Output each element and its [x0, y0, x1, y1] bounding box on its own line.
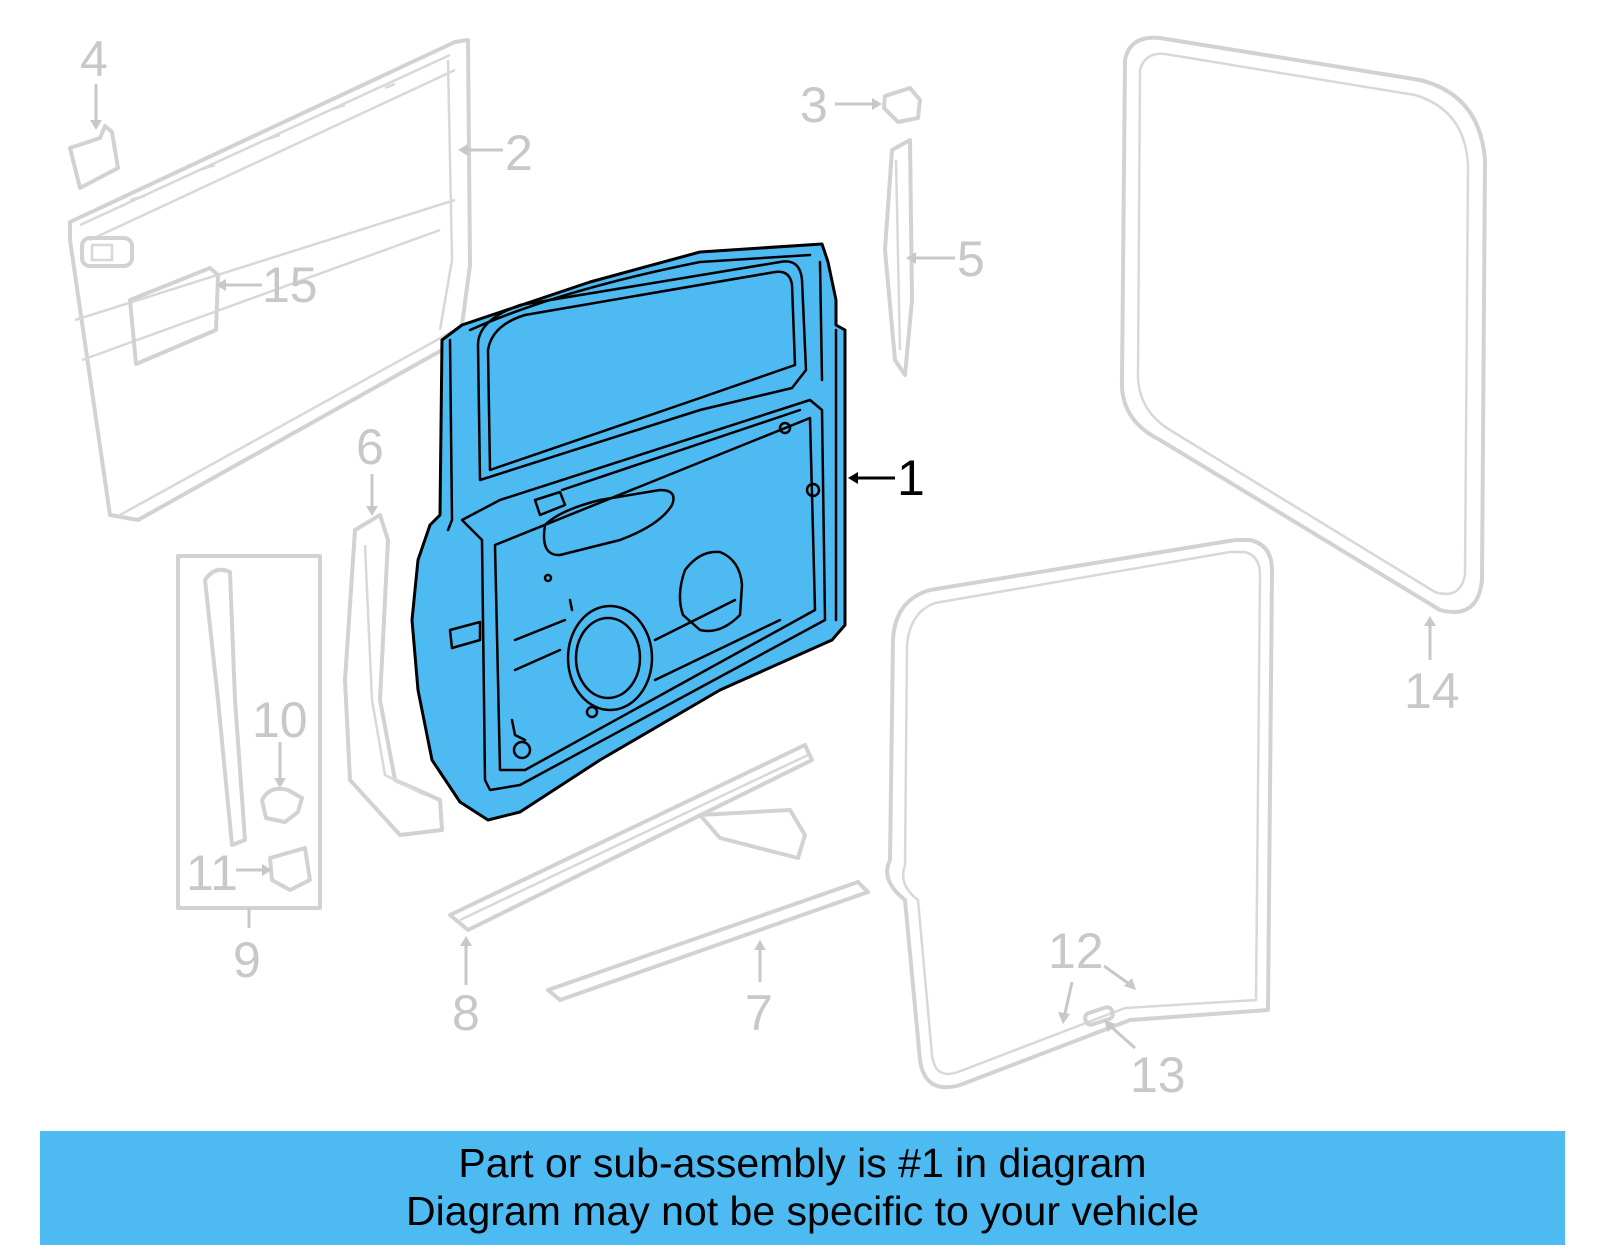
callout-2: 2: [505, 125, 533, 181]
banner-line-1: Part or sub-assembly is #1 in diagram: [458, 1140, 1147, 1186]
callout-1: 1: [897, 450, 925, 506]
banner-line-2: Diagram may not be specific to your vehi…: [405, 1188, 1199, 1234]
part-3-bracket: [882, 86, 922, 124]
part-13-clip: [1083, 1005, 1115, 1027]
callout-10: 10: [252, 692, 308, 748]
callout-7: 7: [745, 985, 773, 1041]
part-12-weatherstrip: [885, 538, 1274, 1090]
part-15-pad: [128, 266, 220, 366]
callout-6: 6: [356, 419, 384, 475]
leader-lines: [90, 84, 1436, 1050]
part-7-sill-strip: [546, 880, 870, 1002]
callout-14: 14: [1404, 663, 1460, 719]
callout-13: 13: [1130, 1047, 1186, 1103]
leader-12b: [1062, 981, 1074, 1019]
part-14-weatherstrip: [1119, 35, 1487, 614]
callout-4: 4: [80, 31, 108, 87]
part-5-channel: [883, 138, 914, 377]
callout-9: 9: [233, 932, 261, 988]
callout-11: 11: [186, 845, 238, 901]
info-banner: Part or sub-assembly is #1 in diagram Di…: [40, 1131, 1565, 1245]
callout-numbers: 1 2 3 4 5 6 7 8 9 10 11 12 13 14 15: [80, 31, 1460, 1103]
callout-8: 8: [452, 985, 480, 1041]
callout-12: 12: [1048, 923, 1104, 979]
callout-15: 15: [262, 257, 318, 313]
part-8-lower-rail: [448, 743, 814, 932]
callout-5: 5: [957, 231, 985, 287]
callout-3: 3: [800, 77, 828, 133]
part-6-pillar-trim: [343, 513, 444, 837]
leader-13: [1107, 1022, 1136, 1050]
part-1-door-shell: [410, 242, 847, 822]
part-4-clip: [68, 124, 120, 190]
